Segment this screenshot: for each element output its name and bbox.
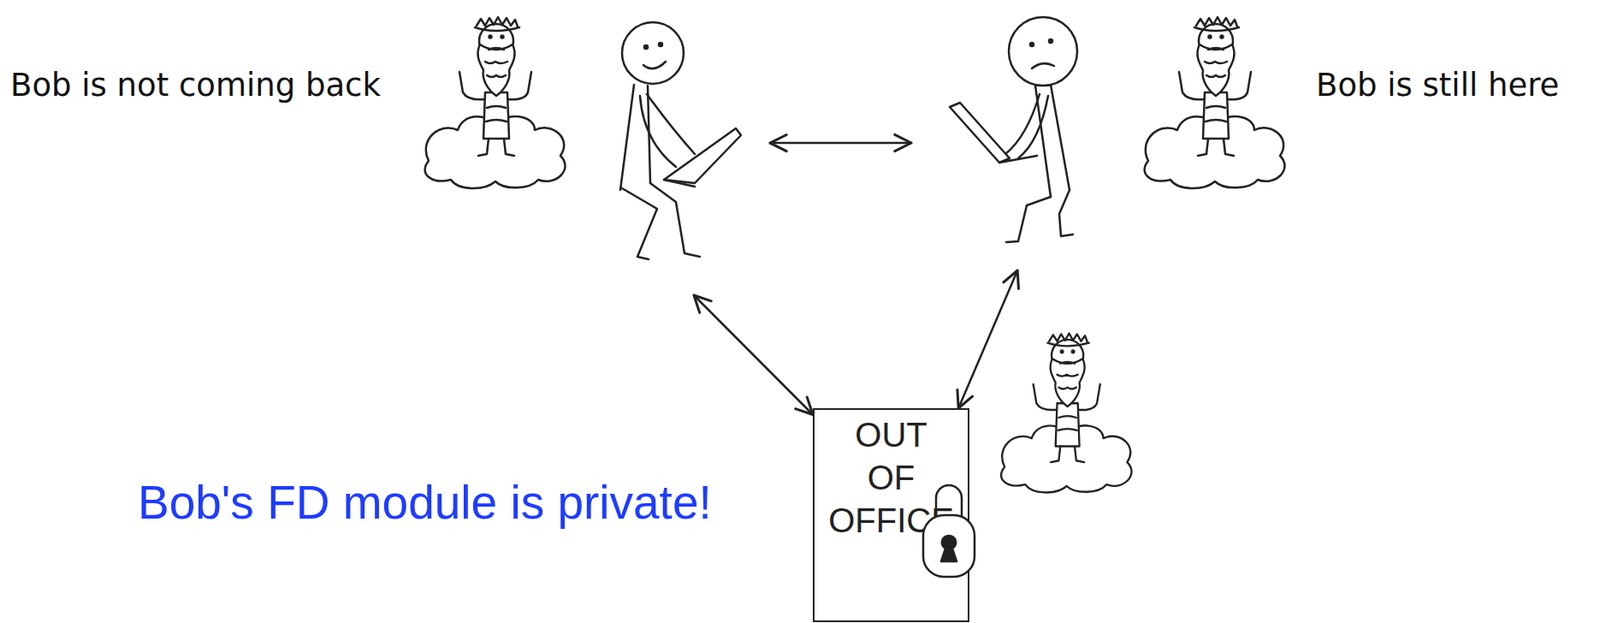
left-stick-figure <box>620 22 741 260</box>
figure-body <box>1035 85 1051 197</box>
laptop <box>663 179 695 187</box>
bob-on-cloud <box>1001 332 1132 492</box>
figure-arm <box>1018 95 1049 159</box>
double-arrow <box>693 295 813 415</box>
laptop <box>999 155 1038 163</box>
belief-text: Bob is not coming back <box>10 67 381 104</box>
padlock-keyhole <box>941 535 957 562</box>
door-sign-text: OUT OF OFFICE <box>828 413 955 542</box>
belief-text: Bob is still here <box>1315 67 1559 104</box>
figure-eye <box>1048 39 1053 43</box>
figure-eye <box>644 45 648 49</box>
note-text: Bob's FD module is private! <box>137 475 712 530</box>
figure-smile <box>643 61 666 69</box>
bob-on-cloud <box>425 17 566 189</box>
right-stick-figure <box>949 17 1078 243</box>
figure-eye <box>658 42 663 47</box>
figure-leg <box>1006 196 1051 243</box>
figure-head <box>622 22 684 84</box>
figure-body <box>647 85 651 184</box>
figure-body <box>620 84 635 190</box>
figure-arm <box>1005 94 1040 155</box>
office-door: OUT OF OFFICE <box>812 408 970 623</box>
laptop <box>663 128 741 184</box>
process-figure: Bob is not coming back <box>410 8 771 296</box>
figure-leg <box>622 188 658 260</box>
laptop <box>949 102 1010 163</box>
bob-on-cloud <box>1144 17 1286 189</box>
process-figure: Bob is still here <box>911 8 1305 271</box>
figure-arm <box>640 95 676 167</box>
figure-leg <box>1059 189 1073 237</box>
figure-arm <box>646 94 695 155</box>
figure-head <box>1008 17 1078 86</box>
double-arrow <box>958 270 1018 409</box>
double-arrow <box>770 142 912 145</box>
figure-frown <box>1031 63 1055 69</box>
figure-leg <box>650 183 700 257</box>
figure-body <box>1050 84 1070 190</box>
figure-eye <box>1030 42 1034 47</box>
